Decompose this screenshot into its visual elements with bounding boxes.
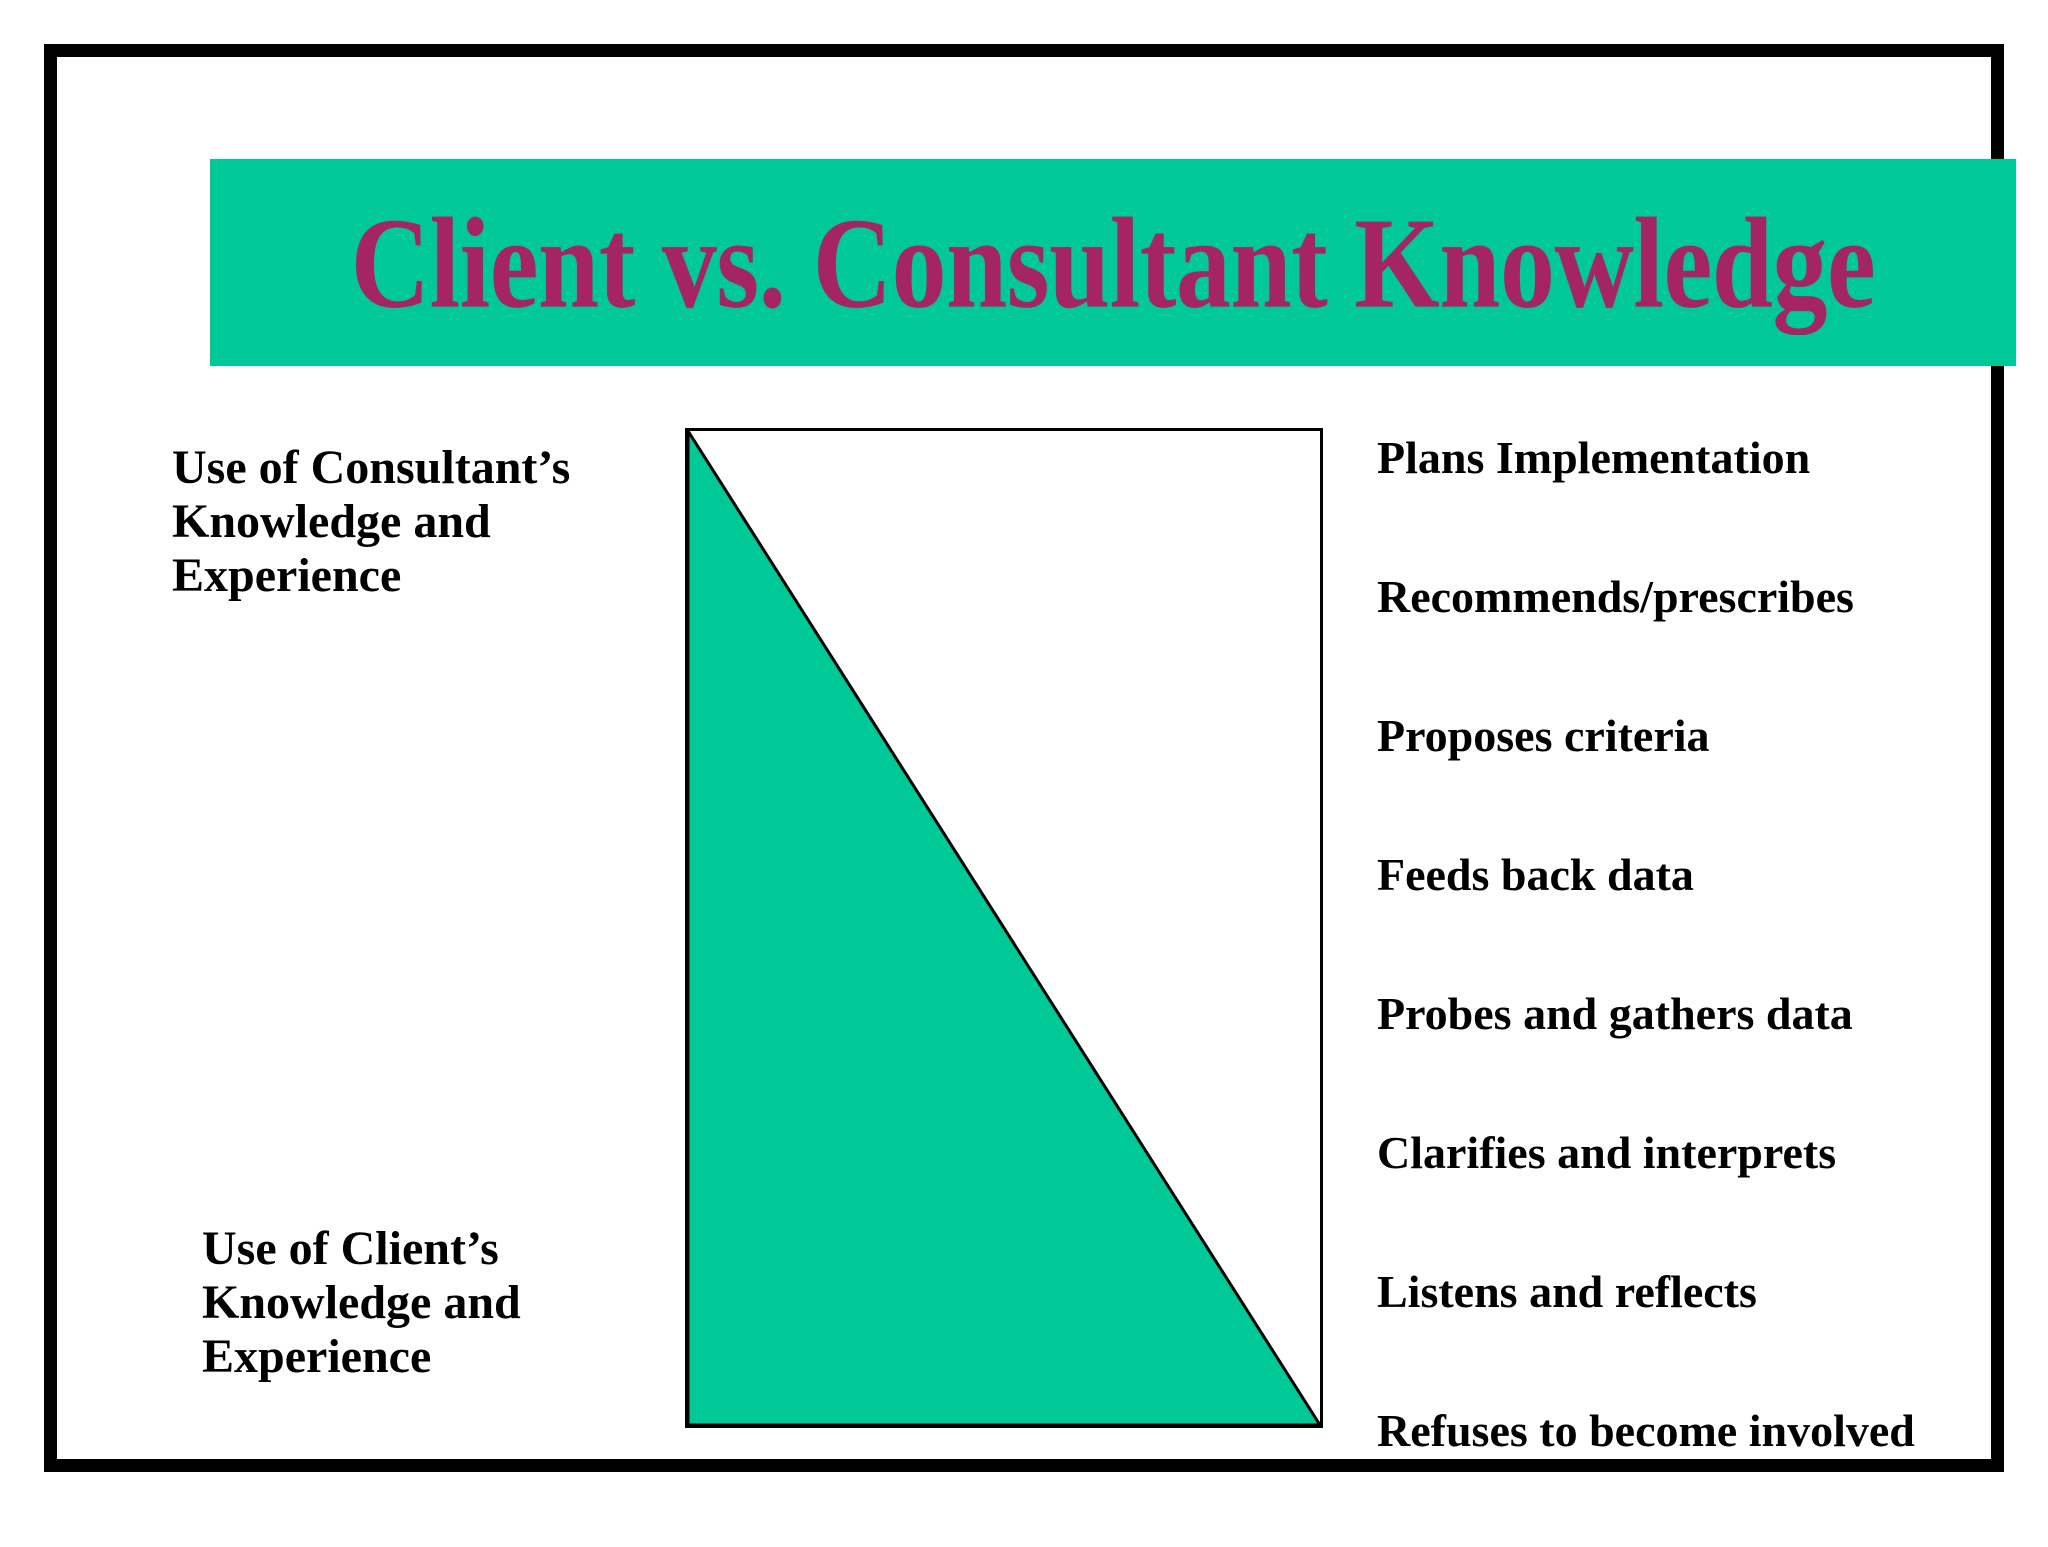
teal-triangle-shape <box>686 428 1323 1427</box>
knowledge-triangle-diagram <box>685 428 1323 1428</box>
list-item: Refuses to become involved <box>1377 1408 2048 1547</box>
activity-list: Plans Implementation Recommends/prescrib… <box>1377 435 2048 1547</box>
list-item: Recommends/prescribes <box>1377 574 2048 713</box>
activity-label: Proposes criteria <box>1377 710 1710 761</box>
list-item: Clarifies and interprets <box>1377 1130 2048 1269</box>
list-item: Proposes criteria <box>1377 713 2048 852</box>
activity-label: Listens and reflects <box>1377 1266 1757 1317</box>
list-item: Feeds back data <box>1377 852 2048 991</box>
caption-consultant-knowledge: Use of Consultant’s Knowledge and Experi… <box>172 441 571 603</box>
activity-label: Clarifies and interprets <box>1377 1127 1837 1178</box>
list-item: Probes and gathers data <box>1377 991 2048 1130</box>
activity-label: Plans Implementation <box>1377 432 1811 483</box>
title-band: Client vs. Consultant Knowledge <box>210 159 2016 366</box>
activity-label: Recommends/prescribes <box>1377 571 1854 622</box>
page-title: Client vs. Consultant Knowledge <box>350 190 1876 335</box>
list-item: Listens and reflects <box>1377 1269 2048 1408</box>
caption-client-knowledge: Use of Client’s Knowledge and Experience <box>202 1222 521 1384</box>
activity-label: Refuses to become involved <box>1377 1405 1915 1456</box>
knowledge-triangle-svg <box>685 428 1323 1428</box>
list-item: Plans Implementation <box>1377 435 2048 574</box>
activity-label: Feeds back data <box>1377 849 1694 900</box>
slide-frame: Client vs. Consultant Knowledge Use of C… <box>44 44 2016 1472</box>
activity-label: Probes and gathers data <box>1377 988 1853 1039</box>
